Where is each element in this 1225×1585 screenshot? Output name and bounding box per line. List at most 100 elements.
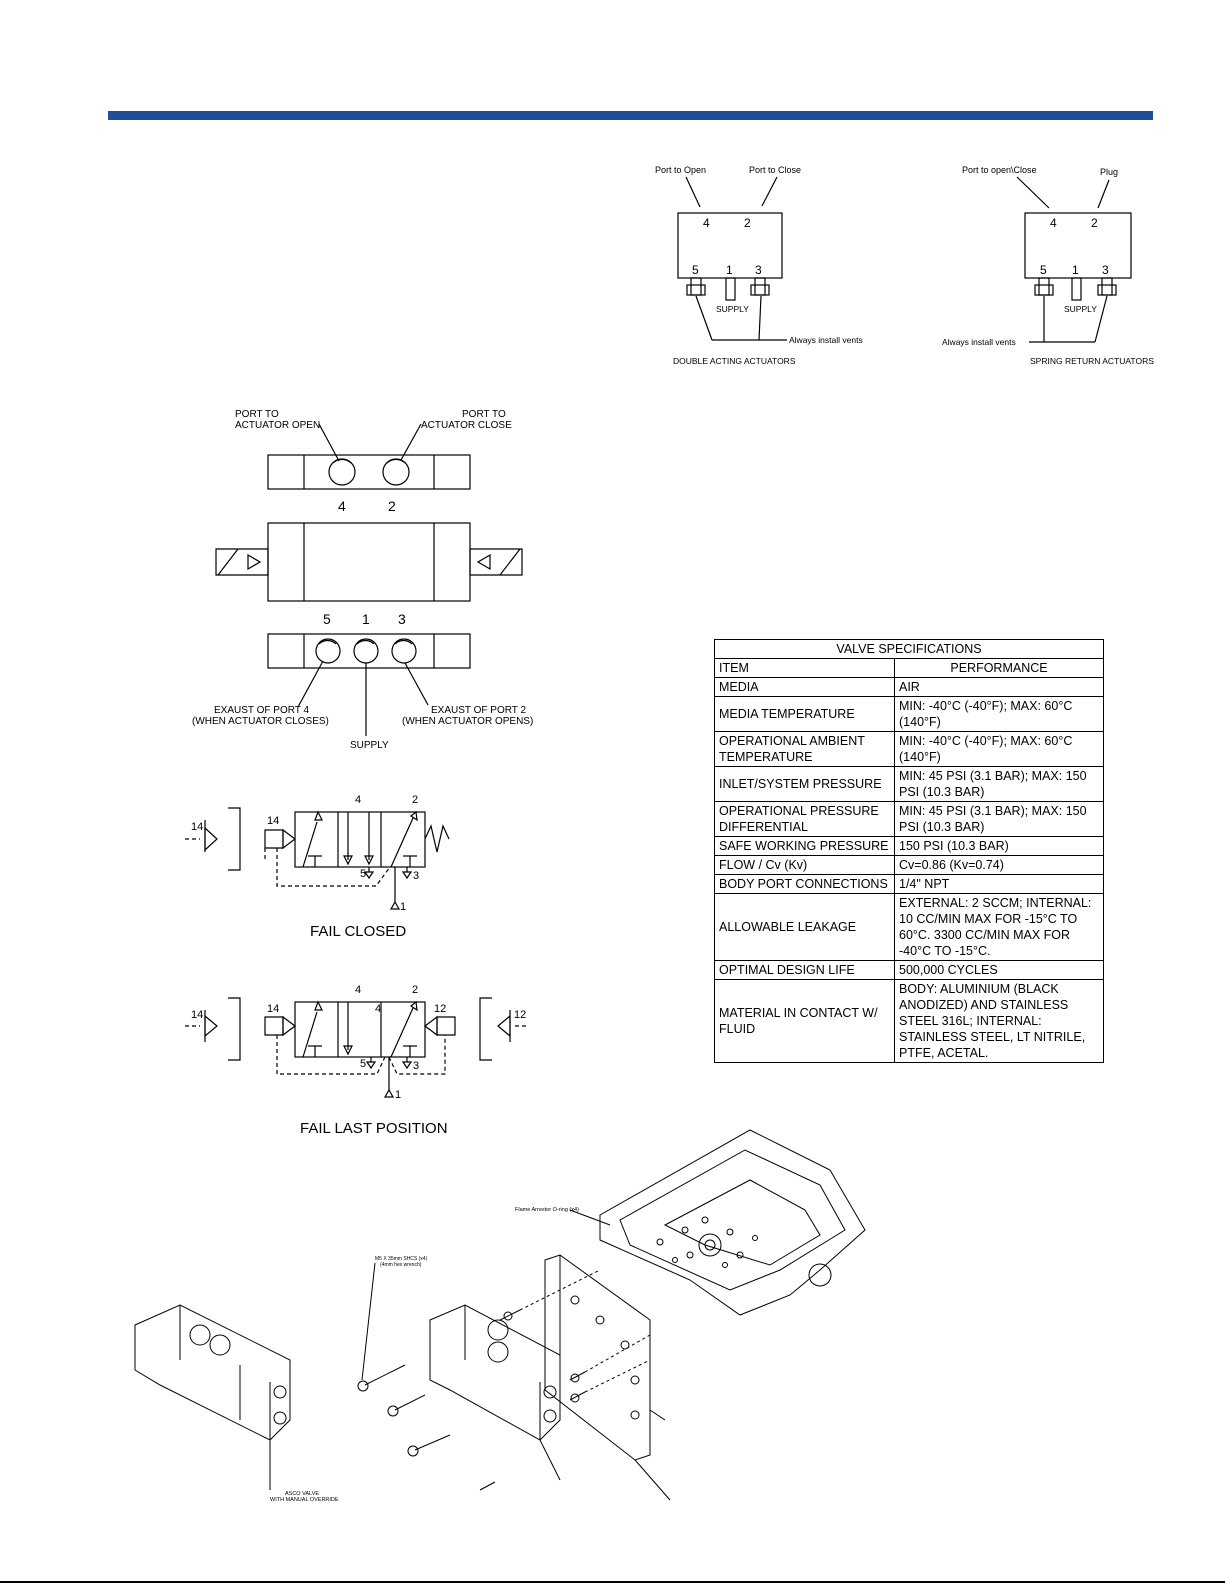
port-4-label: 4 bbox=[703, 216, 710, 230]
port-5-label: 5 bbox=[1040, 263, 1047, 277]
spec-value-cell: 500,000 CYCLES bbox=[894, 960, 1104, 980]
spring-return-port-diagram: Port to open\Close Plug 4 2 5 1 3 SUPPLY… bbox=[942, 165, 1154, 366]
spec-value-cell: MIN: 45 PSI (3.1 BAR); MAX: 150 PSI (10.… bbox=[894, 801, 1104, 837]
spec-value-cell: 1/4" NPT bbox=[894, 874, 1104, 894]
port-3-label: 3 bbox=[1102, 263, 1109, 277]
spec-value-cell: 150 PSI (10.3 BAR) bbox=[894, 836, 1104, 856]
port-1-label: 1 bbox=[1072, 263, 1079, 277]
fail-last-caption: FAIL LAST POSITION bbox=[300, 1120, 448, 1137]
fail-closed-schematic: 14 14 4 2 5 3 1 FAIL CLOSED bbox=[185, 794, 450, 940]
label-port-to-actuator-open-2: ACTUATOR OPEN bbox=[235, 420, 320, 431]
pilot-14-inner-label: 14 bbox=[267, 815, 279, 827]
header-bar bbox=[108, 111, 1153, 120]
pilot-14-label: 14 bbox=[191, 821, 203, 833]
valve-label-1: ASCO VALVE bbox=[285, 1491, 319, 1497]
pilot-12-inner-label: 12 bbox=[434, 1003, 446, 1015]
flame-arrestor-label: Flame Arrestor O-ring (x4) bbox=[515, 1207, 579, 1213]
label-port-to-actuator-open-1: PORT TO bbox=[235, 409, 279, 420]
label-exhaust-port-4-2: (WHEN ACTUATOR CLOSES) bbox=[192, 716, 329, 727]
vents-note: Always install vents bbox=[942, 337, 1016, 347]
double-acting-port-diagram: Port to Open Port to Close 4 2 5 1 3 SUP… bbox=[655, 165, 863, 366]
port-5-label: 5 bbox=[360, 1058, 366, 1070]
port-3-label: 3 bbox=[398, 611, 406, 627]
spec-value-cell: MIN: 45 PSI (3.1 BAR); MAX: 150 PSI (10.… bbox=[894, 766, 1104, 802]
port-5-label: 5 bbox=[323, 611, 331, 627]
spec-item-cell: ALLOWABLE LEAKAGE bbox=[714, 893, 895, 961]
label-port-to-actuator-close-2: ACTUATOR CLOSE bbox=[421, 420, 512, 431]
vents-note: Always install vents bbox=[789, 335, 863, 345]
pilot-14-label: 14 bbox=[191, 1009, 203, 1021]
spec-item-cell: OPTIMAL DESIGN LIFE bbox=[714, 960, 895, 980]
spec-item-cell: MATERIAL IN CONTACT W/ FLUID bbox=[714, 979, 895, 1063]
port-2-label: 2 bbox=[412, 984, 418, 996]
port-1-label: 1 bbox=[362, 611, 370, 627]
label-port-to-actuator-close-1: PORT TO bbox=[462, 409, 506, 420]
table-row: FLOW / Cv (Kv)Cv=0.86 (Kv=0.74) bbox=[714, 855, 1104, 875]
label-exhaust-port-4-1: EXAUST OF PORT 4 bbox=[214, 705, 309, 716]
supply-label: SUPPLY bbox=[1064, 304, 1097, 314]
port-4-inner-label: 4 bbox=[375, 1003, 381, 1015]
table-title: VALVE SPECIFICATIONS bbox=[714, 639, 1104, 659]
label-exhaust-port-2-2: (WHEN ACTUATOR OPENS) bbox=[402, 716, 533, 727]
port-5-label: 5 bbox=[692, 263, 699, 277]
screw-label-1: M5 X 35mm SHCS (x4) bbox=[375, 1256, 428, 1262]
pilot-12-label: 12 bbox=[514, 1009, 526, 1021]
spec-item-cell: OPERATIONAL AMBIENT TEMPERATURE bbox=[714, 731, 895, 767]
port-4-label: 4 bbox=[338, 498, 346, 514]
pilot-14-inner-label: 14 bbox=[267, 1003, 279, 1015]
spec-item-cell: MEDIA TEMPERATURE bbox=[714, 696, 895, 732]
label-port-to-open-close: Port to open\Close bbox=[962, 165, 1037, 175]
label-port-to-open: Port to Open bbox=[655, 165, 706, 175]
table-title-row: VALVE SPECIFICATIONS bbox=[714, 639, 1104, 659]
valve-port-layout: PORT TO ACTUATOR OPEN PORT TO ACTUATOR C… bbox=[192, 409, 533, 751]
port-5-label: 5 bbox=[360, 868, 366, 880]
spec-item-cell: FLOW / Cv (Kv) bbox=[714, 855, 895, 875]
port-1-label: 1 bbox=[400, 901, 406, 913]
screw-label-2: (4mm hex wrench) bbox=[380, 1262, 422, 1268]
port-2-label: 2 bbox=[412, 794, 418, 806]
port-4-label: 4 bbox=[355, 984, 361, 996]
label-exhaust-port-2-1: EXAUST OF PORT 2 bbox=[431, 705, 526, 716]
port-1-label: 1 bbox=[726, 263, 733, 277]
label-supply: SUPPLY bbox=[350, 740, 389, 751]
valve-label-2: WITH MANUAL OVERRIDE bbox=[270, 1497, 339, 1503]
port-1-label: 1 bbox=[395, 1089, 401, 1101]
spec-value-cell: MIN: -40°C (-40°F); MAX: 60°C (140°F) bbox=[894, 731, 1104, 767]
valve-specifications-table: VALVE SPECIFICATIONS ITEM PERFORMANCE ME… bbox=[714, 639, 1104, 1063]
spec-value-cell: MIN: -40°C (-40°F); MAX: 60°C (140°F) bbox=[894, 696, 1104, 732]
supply-label: SUPPLY bbox=[716, 304, 749, 314]
valve-assembly-drawing: Flame Arrestor O-ring (x4) M5 X 35mm SHC… bbox=[134, 1129, 866, 1503]
port-2-label: 2 bbox=[744, 216, 751, 230]
spec-value-cell: AIR bbox=[894, 677, 1104, 697]
port-2-label: 2 bbox=[1091, 216, 1098, 230]
column-header-performance: PERFORMANCE bbox=[894, 658, 1104, 678]
label-port-to-close: Port to Close bbox=[749, 165, 801, 175]
label-plug: Plug bbox=[1100, 167, 1118, 177]
spec-value-cell: BODY: ALUMINIUM (BLACK ANODIZED) AND STA… bbox=[894, 979, 1104, 1063]
spec-value-cell: EXTERNAL: 2 SCCM; INTERNAL: 10 CC/MIN MA… bbox=[894, 893, 1104, 961]
port-3-label: 3 bbox=[755, 263, 762, 277]
spec-value-cell: Cv=0.86 (Kv=0.74) bbox=[894, 855, 1104, 875]
fail-closed-caption: FAIL CLOSED bbox=[310, 923, 406, 940]
table-header-row: ITEM PERFORMANCE bbox=[714, 658, 1104, 678]
spec-item-cell: INLET/SYSTEM PRESSURE bbox=[714, 766, 895, 802]
fail-last-position-schematic: 14 14 12 12 4 4 2 5 3 1 FAIL LAST POSITI… bbox=[185, 984, 529, 1137]
port-3-label: 3 bbox=[413, 1060, 419, 1072]
spec-item-cell: BODY PORT CONNECTIONS bbox=[714, 874, 895, 894]
port-2-label: 2 bbox=[388, 498, 396, 514]
spec-item-cell: OPERATIONAL PRESSURE DIFFERENTIAL bbox=[714, 801, 895, 837]
port-3-label: 3 bbox=[413, 870, 419, 882]
port-4-label: 4 bbox=[355, 794, 361, 806]
column-header-item: ITEM bbox=[714, 658, 895, 678]
double-acting-caption: DOUBLE ACTING ACTUATORS bbox=[673, 356, 796, 366]
